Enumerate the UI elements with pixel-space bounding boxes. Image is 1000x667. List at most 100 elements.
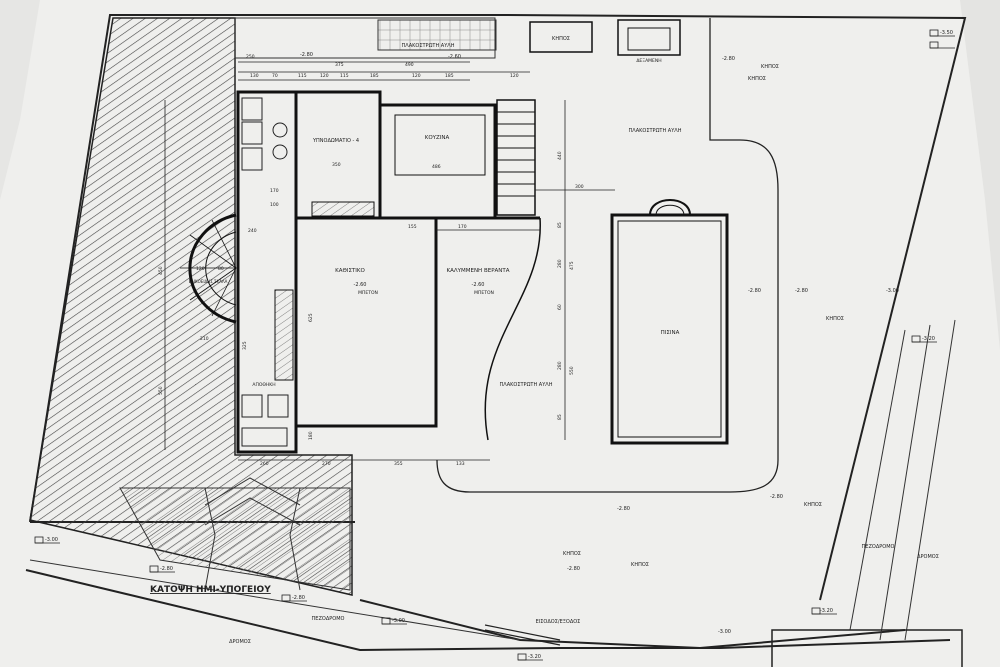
dim-top: 185 xyxy=(370,73,379,79)
level-value: -2.80 xyxy=(617,506,630,512)
level-value: -2.80 xyxy=(292,595,305,601)
dim-small: 170 xyxy=(270,188,279,194)
veranda-level: -2.60 xyxy=(472,282,485,288)
dim-small: 120 xyxy=(196,266,205,272)
dim-bedroom-width: 350 xyxy=(332,162,341,168)
label-garden-top: ΚΗΠΟΣ xyxy=(748,76,766,82)
dim-small: 180 xyxy=(308,431,314,440)
swimming-pool xyxy=(610,199,729,445)
label-garden-right: ΚΗΠΟΣ xyxy=(826,316,844,322)
sidewalk-lines xyxy=(29,319,956,641)
level-markers xyxy=(34,29,955,661)
lounge-floor: ΜΠΕΤΟΝ xyxy=(358,290,378,296)
dim-small: 325 xyxy=(242,341,248,350)
cistern xyxy=(529,19,681,56)
level-value: -2.60 xyxy=(448,54,461,60)
veranda-floor: ΜΠΕΤΟΝ xyxy=(474,290,494,296)
label-entrance: ΕΙΣΟΔΟΣ/ΕΞΟΔΟΣ xyxy=(536,619,581,625)
spiral-stair xyxy=(180,213,237,324)
dim-small: 210 xyxy=(200,336,209,342)
dim-veranda: 170 xyxy=(458,224,467,230)
building-walls xyxy=(236,90,541,454)
entrance-arrows xyxy=(484,624,561,646)
dim-small: 240 xyxy=(248,228,257,234)
label-garden-bottom2: ΚΗΠΟΣ xyxy=(563,551,581,557)
level-value: -2.80 xyxy=(770,494,783,500)
drawing-title: ΚΑΤΟΨΗ ΗΜΙ-ΥΠΟΓΕΙΟΥ xyxy=(150,585,271,595)
paved-yard-top xyxy=(377,19,497,51)
level-value: -3.00 xyxy=(45,537,58,543)
hatched-ramp xyxy=(119,477,351,591)
dim-bottom: 270 xyxy=(322,461,331,467)
label-road-right: ΔΡΟΜΟΣ xyxy=(917,554,939,560)
dim-top-total2: 490 xyxy=(405,62,414,68)
dim-bottom: 133 xyxy=(456,461,465,467)
level-value: -3.20 xyxy=(922,336,935,342)
dim-right: 280 xyxy=(557,361,563,370)
dim-right: 475 xyxy=(569,261,575,270)
level-value: -3.00 xyxy=(886,288,899,294)
room-label-kitchen: ΚΟΥΖΙΝΑ xyxy=(425,135,450,141)
level-value: -3.20 xyxy=(528,654,541,660)
label-garden-bottom: ΚΗΠΟΣ xyxy=(631,562,649,568)
label-paved-yard-top: ΠΛΑΚΟΣΤΡΩΤΗ ΑΥΛΗ xyxy=(402,43,455,49)
dim-right: 440 xyxy=(557,151,563,160)
dim-top: 120 xyxy=(510,73,519,79)
dim-right: 60 xyxy=(557,304,563,310)
room-label-veranda: ΚΑΛΥΜΜΕΝΗ ΒΕΡΑΝΤΑ xyxy=(446,268,509,274)
label-sidewalk: ΠΕΖΟΔΡΟΜΟ xyxy=(312,616,345,622)
dim-small: 250 xyxy=(246,54,255,60)
dim-veranda: 155 xyxy=(408,224,417,230)
label-garden-mid: ΚΗΠΟΣ xyxy=(761,64,779,70)
dim-top: 115 xyxy=(340,73,349,79)
dim-small: 80 xyxy=(218,266,224,272)
dim-top: 115 xyxy=(298,73,307,79)
dim-bottom: 355 xyxy=(394,461,403,467)
dim-pool-width: 300 xyxy=(575,184,584,190)
room-label-stair: ΕΛΙΚΟΕΙΔΗΣ ΣΚΑΛΑ xyxy=(189,279,228,284)
paved-yard-outline xyxy=(436,18,779,493)
level-value: -3.50 xyxy=(940,30,953,36)
title-block-frame xyxy=(771,629,963,667)
top-room-outline xyxy=(234,17,496,59)
dim-left-total2: 550 xyxy=(158,386,164,395)
kitchen-stair xyxy=(496,99,536,216)
level-value: -2.80 xyxy=(795,288,808,294)
label-sidewalk-right: ΠΕΖΟΔΡΟΜΟ xyxy=(862,544,895,550)
lounge-level: -2.60 xyxy=(354,282,367,288)
dim-bottom: 260 xyxy=(260,461,269,467)
level-value: -2.80 xyxy=(567,566,580,572)
dim-right: 280 xyxy=(557,259,563,268)
dim-left-total: 450 xyxy=(158,266,164,275)
room-label-pool: ΠΙΣΙΝΑ xyxy=(661,330,680,336)
room-label-cistern: ΔΕΞΑΜΕΝΗ xyxy=(636,58,661,64)
level-value: -3.00 xyxy=(392,618,405,624)
room-label-lounge: ΚΑΘΙΣΤΙΚΟ xyxy=(335,268,365,274)
bathroom-fixtures xyxy=(241,97,289,447)
dim-top: 130 xyxy=(250,73,259,79)
label-garden-box: ΚΗΠΟΣ xyxy=(552,36,570,42)
room-label-storage: ΑΠΟΘΗΚΗ xyxy=(252,382,275,388)
level-value: -2.80 xyxy=(300,52,313,58)
label-paved-yard-mid: ΠΛΑΚΟΣΤΡΩΤΗ ΑΥΛΗ xyxy=(500,382,553,388)
dim-right: 85 xyxy=(557,222,563,228)
dim-right: 85 xyxy=(557,414,563,420)
dim-top: 70 xyxy=(272,73,278,79)
dim-top: 185 xyxy=(445,73,454,79)
label-paved-yard-pool: ΠΛΑΚΟΣΤΡΩΤΗ ΑΥΛΗ xyxy=(629,128,682,134)
dim-right: 550 xyxy=(569,366,575,375)
dim-small: 100 xyxy=(270,202,279,208)
level-value: -3.00 xyxy=(718,629,731,635)
dim-top: 120 xyxy=(412,73,421,79)
dim-top: 120 xyxy=(320,73,329,79)
dimension-lines xyxy=(164,61,615,461)
level-value: -3.20 xyxy=(820,608,833,614)
room-label-bedroom: ΥΠΝΟΔΩΜΑΤΙΟ - 4 xyxy=(312,138,359,144)
dim-kitchen-width: 486 xyxy=(432,164,441,170)
level-value: -2.80 xyxy=(748,288,761,294)
dim-small: 625 xyxy=(308,313,314,322)
level-value: -2.80 xyxy=(722,56,735,62)
label-garden-bottom3: ΚΗΠΟΣ xyxy=(804,502,822,508)
label-road: ΔΡΟΜΟΣ xyxy=(229,639,251,645)
